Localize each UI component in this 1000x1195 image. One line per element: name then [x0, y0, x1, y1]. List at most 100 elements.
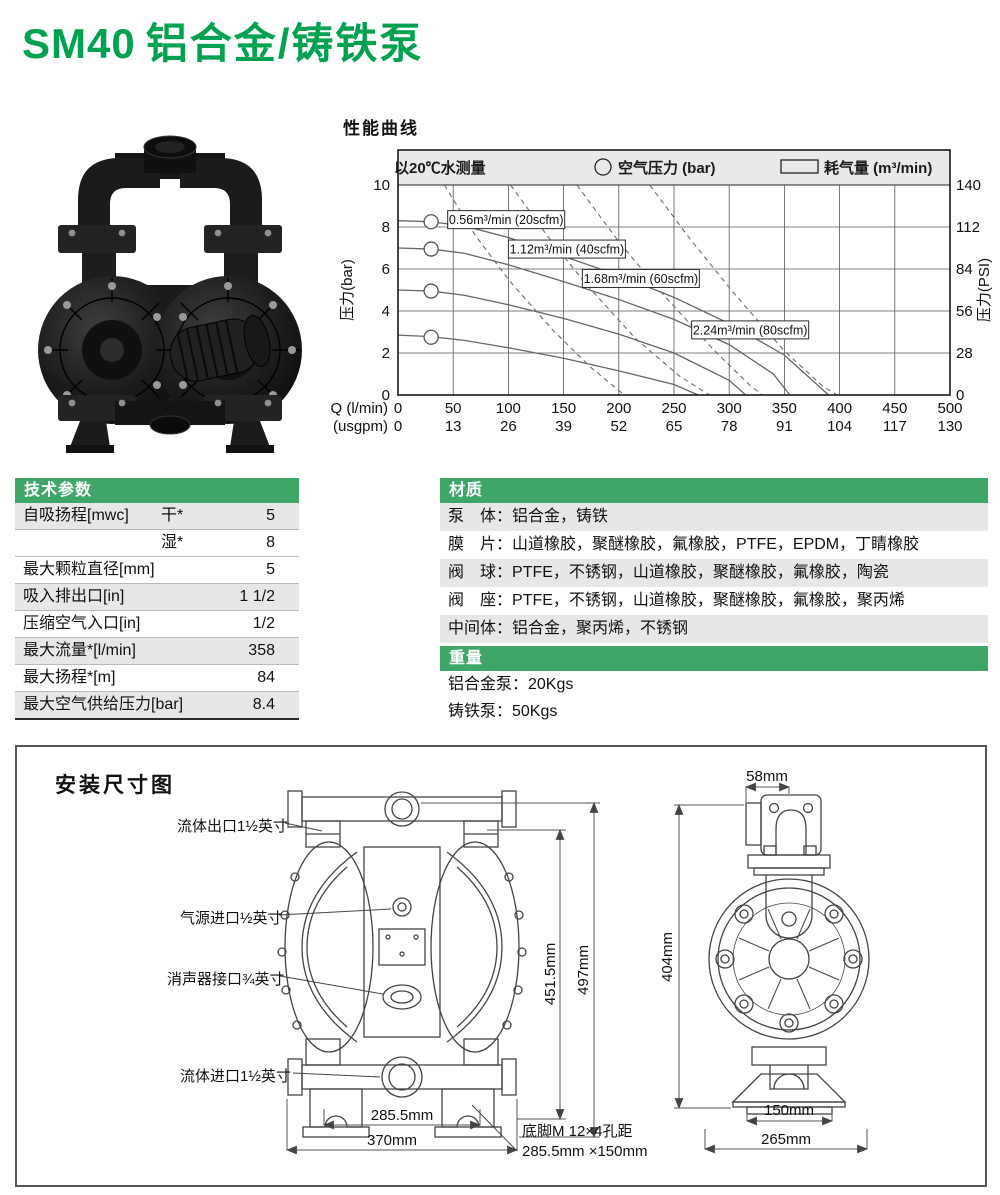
x-tick-lmin: 0 [394, 400, 402, 417]
tech-row-value: 5 [266, 507, 275, 524]
tech-row-label: 最大颗粒直径[mm] [23, 561, 155, 578]
x-tick-lmin: 150 [551, 400, 576, 417]
material-row: 中间体：铝合金，聚丙烯，不锈钢 [440, 615, 988, 643]
legend-air-consumption: 耗气量 (m³/min) [824, 159, 932, 177]
x-tick-usgpm: 65 [666, 418, 683, 435]
x-tick-lmin: 500 [937, 400, 962, 417]
curve-label-box [507, 239, 626, 259]
fluid-outlet-label: 流体出口1½英寸 [177, 818, 288, 835]
y-tick-bar: 6 [382, 261, 390, 278]
material-row-value: 山道橡胶，聚醚橡胶，氟橡胶，PTFE，EPDM，丁睛橡胶 [512, 536, 920, 553]
foot-note-line1: 底脚M 12×4孔距 [522, 1123, 632, 1140]
weight-table-header: 重量 [440, 646, 988, 671]
front-dim-lines [285, 801, 600, 1155]
chart-frame [397, 149, 951, 396]
dim-side-height: 404mm [659, 932, 676, 982]
dim-front-height-inner: 451.5mm [542, 943, 559, 1006]
x-tick-usgpm: 78 [721, 418, 738, 435]
tech-row-value: 1 1/2 [239, 588, 275, 605]
material-row-value: PTFE，不锈钢，山道橡胶，聚醚橡胶，氟橡胶，聚丙烯 [512, 592, 905, 609]
side-view-art [708, 794, 870, 1115]
material-row: 阀 球：PTFE，不锈钢，山道橡胶，聚醚橡胶，氟橡胶，陶瓷 [440, 559, 988, 587]
tech-row: 自吸扬程[mwc]干*5 [15, 503, 299, 530]
dimension-drawing: 451.5mm 497mm 285.5mm 370mm 58mm 404mm 1… [277, 768, 870, 1160]
pressure-curve [397, 247, 791, 396]
y-tick-bar: 10 [373, 177, 390, 194]
curve-label: 0.56m³/min (20scfm) [449, 213, 564, 227]
tech-row-label [15, 534, 23, 551]
tech-row-label: 最大扬程*[m] [23, 669, 116, 686]
x-tick-lmin: 100 [496, 400, 521, 417]
weight-table-rows: 铝合金泵：20Kgs 铸铁泵：50Kgs [440, 671, 988, 725]
y-tick-psi: 112 [956, 219, 980, 236]
y-tick-psi: 140 [956, 177, 981, 194]
y-tick-psi: 28 [956, 345, 973, 362]
tech-table-header: 技术参数 [15, 478, 299, 503]
chart-note: 以20℃水测量 [394, 159, 486, 177]
tech-row-value: 5 [266, 561, 275, 578]
x-tick-usgpm: 117 [883, 418, 907, 435]
dim-side-top-width: 58mm [746, 768, 788, 785]
weight-row: 铸铁泵：50Kgs [448, 703, 558, 720]
tech-row-value: 1/2 [252, 615, 275, 632]
tech-row-label: 吸入排出口[in] [23, 588, 125, 605]
x-axis-label-usgpm: Q (usgpm) [330, 418, 388, 435]
dim-front-width-total: 370mm [367, 1132, 417, 1149]
x-tick-usgpm: 39 [555, 418, 572, 435]
y-tick-bar: 4 [382, 303, 390, 320]
y-axis-label-bar: 压力(bar) [339, 259, 356, 321]
air-inlet-label: 气源进口½英寸 [180, 910, 283, 927]
muffler [169, 315, 271, 382]
material-row-label: 膜 片： [448, 536, 513, 553]
legend-circle-icon [594, 158, 612, 176]
tech-row: 最大扬程*[m] 84 [15, 665, 299, 692]
x-tick-lmin: 450 [882, 400, 907, 417]
chart-legend-strip [397, 149, 951, 186]
muffler-port-label: 消声器接口¾英寸 [167, 971, 285, 988]
weight-table: 重量 铝合金泵：20Kgs 铸铁泵：50Kgs [440, 646, 988, 725]
side-dim-lines [674, 782, 869, 1154]
leader-lines [278, 822, 518, 1152]
tech-row-label: 最大空气供给压力[bar] [23, 696, 184, 713]
y-tick-psi: 56 [956, 303, 973, 320]
front-view-art [277, 790, 527, 1138]
weight-row: 铝合金泵：20Kgs [448, 676, 574, 693]
material-row-label: 阀 球： [448, 564, 513, 581]
y-tick-psi: 0 [956, 387, 964, 404]
x-tick-usgpm: 130 [937, 418, 962, 435]
material-table-header: 材质 [440, 478, 988, 503]
dim-side-foot-width: 150mm [764, 1102, 814, 1119]
tech-row-sublabel: 干* [161, 507, 184, 524]
y-tick-bar: 8 [382, 219, 390, 236]
x-tick-usgpm: 26 [500, 418, 517, 435]
curve-marker [423, 241, 439, 257]
installation-box: 451.5mm 497mm 285.5mm 370mm 58mm 404mm 1… [15, 745, 987, 1187]
curve-label: 2.24m³/min (80scfm) [693, 323, 808, 337]
air-consumption-curve [649, 184, 838, 396]
pump-photo-art [38, 135, 302, 453]
curve-label-box [447, 210, 566, 230]
dim-front-foot-span: 285.5mm [371, 1107, 434, 1124]
x-tick-usgpm: 13 [445, 418, 462, 435]
x-tick-lmin: 50 [445, 400, 462, 417]
installation-title: 安装尺寸图 [55, 774, 175, 797]
x-tick-lmin: 300 [717, 400, 742, 417]
material-row-label: 泵 体： [448, 508, 513, 525]
tech-row-value: 84 [257, 669, 275, 686]
y-tick-bar: 0 [382, 387, 390, 404]
model-number: SM40 [22, 20, 136, 67]
y-tick-psi: 84 [956, 261, 973, 278]
material-row: 泵 体：铝合金，铸铁 [440, 503, 988, 531]
x-tick-usgpm: 0 [394, 418, 402, 435]
curve-label: 1.68m³/min (60scfm) [584, 272, 699, 286]
curve-label-box [691, 320, 810, 340]
material-row: 膜 片：山道橡胶，聚醚橡胶，氟橡胶，PTFE，EPDM，丁睛橡胶 [440, 531, 988, 559]
legend-rect-icon [780, 159, 819, 174]
dim-side-width-total: 265mm [761, 1131, 811, 1148]
y-tick-bar: 2 [382, 345, 390, 362]
x-tick-lmin: 350 [772, 400, 797, 417]
material-table: 材质 泵 体：铝合金，铸铁膜 片：山道橡胶，聚醚橡胶，氟橡胶，PTFE，EPDM… [440, 478, 988, 643]
